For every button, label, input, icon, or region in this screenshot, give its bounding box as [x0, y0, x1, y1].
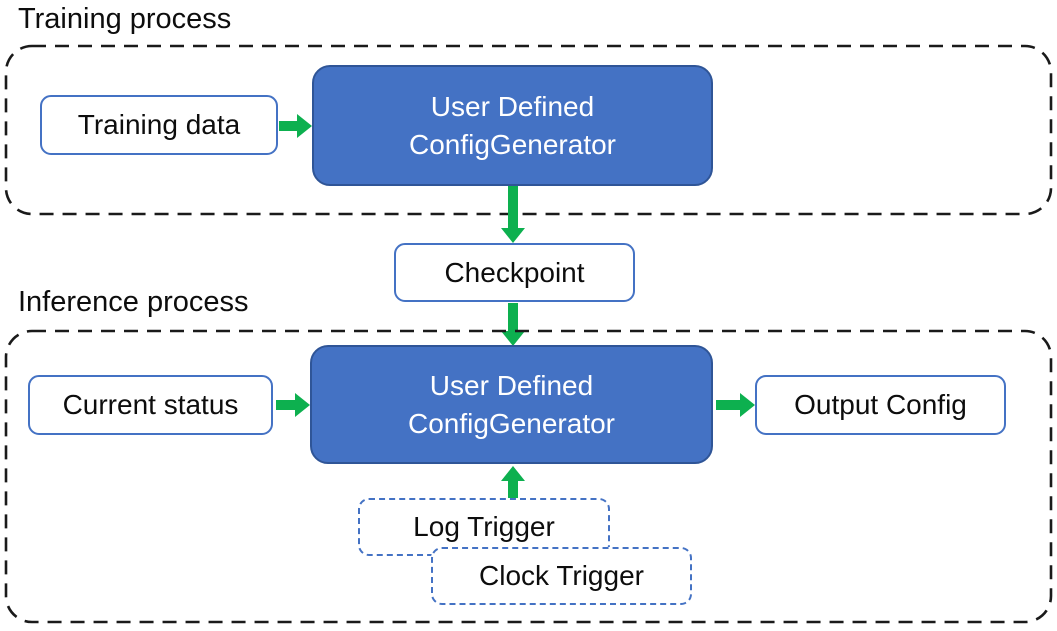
arrow-stem [276, 400, 295, 410]
output-config-label: Output Config [794, 389, 967, 420]
arrow-head-up-icon [501, 466, 525, 481]
training-data-label: Training data [77, 109, 241, 140]
current-status-label: Current status [62, 389, 239, 420]
inference-container-border [4, 329, 1053, 624]
inference-generator-line1: User Defined [429, 369, 594, 401]
log-trigger-box: Log Trigger [358, 498, 610, 556]
training-container-outline [4, 44, 1053, 216]
inference-generator-line2: ConfigGenerator [407, 407, 615, 439]
arrow-generator-to-output-config [716, 393, 755, 417]
arrow-stem [716, 400, 740, 410]
arrow-head-down-icon [501, 331, 525, 346]
training-container-border [4, 44, 1053, 216]
training-generator-box: User Defined ConfigGenerator [312, 65, 713, 186]
checkpoint-box: Checkpoint [394, 243, 635, 302]
arrow-head-right-icon [297, 114, 312, 138]
arrow-head-right-icon [740, 393, 755, 417]
inference-process-title: Inference process [18, 286, 249, 318]
clock-trigger-label: Clock Trigger [479, 560, 644, 591]
inference-container-outline [4, 329, 1053, 624]
arrow-stem [279, 121, 297, 131]
training-generator-line1: User Defined [430, 90, 595, 122]
log-trigger-label: Log Trigger [413, 511, 555, 542]
arrow-stem [508, 303, 518, 331]
arrow-head-right-icon [295, 393, 310, 417]
arrow-checkpoint-to-inference-generator [501, 303, 525, 346]
arrow-triggers-to-generator [501, 466, 525, 498]
clock-trigger-box: Clock Trigger [431, 547, 692, 605]
training-generator-line2: ConfigGenerator [408, 128, 616, 160]
arrow-head-down-icon [501, 228, 525, 243]
arrow-stem [508, 481, 518, 498]
training-data-box: Training data [40, 95, 278, 155]
current-status-box: Current status [28, 375, 273, 435]
arrow-generator-to-checkpoint [501, 186, 525, 243]
arrow-training-data-to-generator [279, 114, 312, 138]
arrow-stem [508, 186, 518, 228]
output-config-box: Output Config [755, 375, 1006, 435]
arrow-current-status-to-generator [276, 393, 310, 417]
training-process-title: Training process [18, 3, 232, 35]
checkpoint-label: Checkpoint [444, 256, 585, 288]
inference-generator-box: User Defined ConfigGenerator [310, 345, 713, 464]
